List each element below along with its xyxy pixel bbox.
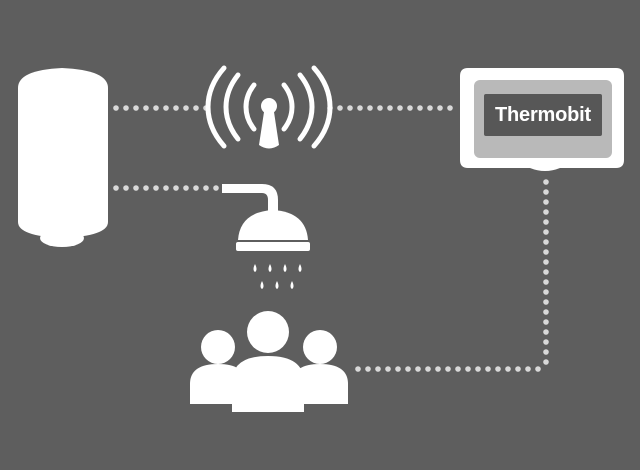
thermostat-icon	[460, 68, 624, 171]
connector-dot	[543, 289, 549, 295]
connector-dot	[415, 366, 421, 372]
connector-dot	[543, 239, 549, 245]
connector-dot	[375, 366, 381, 372]
people-group-icon	[190, 311, 348, 412]
connector-dot	[543, 179, 549, 185]
connector-dot	[123, 105, 129, 111]
connector-dot	[455, 366, 461, 372]
connector-dot	[357, 105, 363, 111]
shower-head-icon	[222, 184, 310, 289]
connector-dot	[123, 185, 129, 191]
connector-dot	[203, 185, 209, 191]
connector-dot	[505, 366, 511, 372]
connector-wifi-to-thermostat	[327, 105, 453, 111]
connector-dot	[133, 105, 139, 111]
connector-dot	[543, 189, 549, 195]
connector-dot	[543, 279, 549, 285]
connector-dot	[543, 229, 549, 235]
connector-dot	[437, 105, 443, 111]
connector-dot	[387, 105, 393, 111]
connector-dot	[407, 105, 413, 111]
connector-dot	[163, 185, 169, 191]
connector-dot	[395, 366, 401, 372]
connector-people-to-thermostat	[355, 366, 541, 372]
connector-heater-to-wifi	[113, 105, 209, 111]
connector-dot	[337, 105, 343, 111]
connector-dot	[543, 339, 549, 345]
connector-dot	[543, 219, 549, 225]
connector-dot	[355, 366, 361, 372]
connector-dot	[183, 185, 189, 191]
connector-dot	[173, 105, 179, 111]
connector-dot	[445, 366, 451, 372]
connector-dot	[525, 366, 531, 372]
connector-dot	[153, 105, 159, 111]
connector-dot	[193, 185, 199, 191]
connector-dot	[405, 366, 411, 372]
connector-dot	[385, 366, 391, 372]
connector-dot	[485, 366, 491, 372]
connector-dot	[213, 185, 219, 191]
connector-dot	[367, 105, 373, 111]
connector-dot	[543, 299, 549, 305]
connector-dot	[425, 366, 431, 372]
connector-dot	[543, 259, 549, 265]
connector-dot	[543, 309, 549, 315]
connector-dot	[193, 105, 199, 111]
connector-heater-to-shower	[113, 185, 219, 191]
connector-dot	[475, 366, 481, 372]
connector-dot	[397, 105, 403, 111]
connector-dot	[543, 359, 549, 365]
connector-thermostat-down	[543, 179, 549, 365]
connector-dot	[347, 105, 353, 111]
connector-dot	[543, 319, 549, 325]
connector-dot	[465, 366, 471, 372]
connector-dot	[515, 366, 521, 372]
connector-dot	[417, 105, 423, 111]
connector-dot	[543, 199, 549, 205]
connector-dot	[113, 105, 119, 111]
connector-dot	[365, 366, 371, 372]
connector-dot	[427, 105, 433, 111]
connector-dot	[143, 105, 149, 111]
water-heater-icon	[18, 68, 108, 247]
antenna-icon	[259, 98, 279, 149]
connector-dot	[173, 185, 179, 191]
connector-dot	[435, 366, 441, 372]
connector-dot	[133, 185, 139, 191]
connector-dot	[183, 105, 189, 111]
connector-dot	[163, 105, 169, 111]
connector-dot	[113, 185, 119, 191]
connector-dot	[153, 185, 159, 191]
connector-dot	[543, 269, 549, 275]
thermostat-brand-label: Thermobit	[495, 104, 591, 126]
water-drops	[253, 264, 302, 289]
connector-dot	[535, 366, 541, 372]
connector-dot	[495, 366, 501, 372]
connector-dot	[377, 105, 383, 111]
connector-dot	[447, 105, 453, 111]
connector-dot	[543, 349, 549, 355]
wifi-signal-icon	[205, 65, 333, 149]
connector-dot	[543, 329, 549, 335]
connector-dot	[143, 185, 149, 191]
connector-dot	[543, 249, 549, 255]
connector-dot	[543, 209, 549, 215]
